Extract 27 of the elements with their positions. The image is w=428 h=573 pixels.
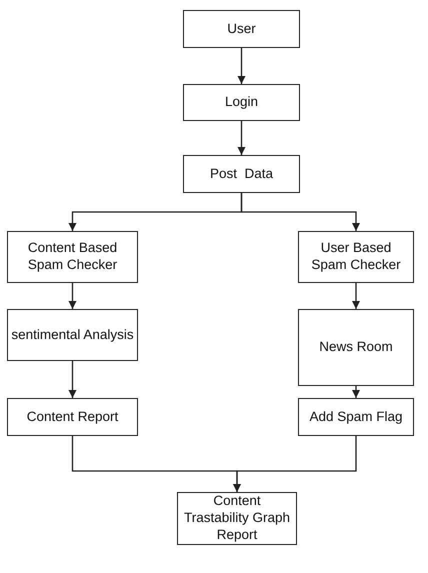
box-label: Content Trastability Graph Report — [182, 493, 292, 544]
process-box — [298, 309, 414, 386]
process-box — [183, 155, 300, 193]
process-box — [7, 398, 138, 436]
arrow — [68, 361, 76, 398]
box-label: User Based Spam Checker — [310, 240, 402, 274]
box-label: Login — [224, 94, 260, 111]
process-box — [298, 398, 414, 436]
box-label: Content Based Spam Checker — [26, 240, 118, 274]
arrow — [68, 283, 76, 309]
box-label: Add Spam Flag — [308, 408, 404, 426]
process-box — [7, 309, 138, 361]
arrow — [352, 386, 360, 398]
arrow — [238, 48, 246, 84]
box-label: sentimental Analysis — [10, 326, 135, 344]
box-label: News Room — [318, 339, 394, 356]
process-box — [7, 231, 138, 283]
process-box — [298, 231, 414, 283]
process-box — [183, 10, 300, 48]
arrow — [233, 436, 357, 492]
arrow — [352, 283, 360, 309]
arrow — [238, 121, 246, 155]
box-label: Post Data — [208, 166, 274, 182]
box-label: User — [226, 20, 257, 38]
box-label: Content Report — [26, 408, 120, 426]
arrow — [240, 193, 360, 231]
process-box — [183, 84, 300, 121]
